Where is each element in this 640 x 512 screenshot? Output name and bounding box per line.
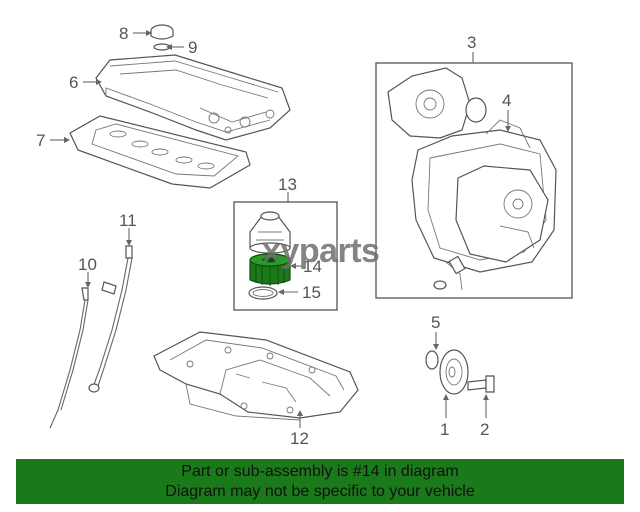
oil-filter-group-box bbox=[233, 201, 338, 311]
oil-dipstick bbox=[49, 287, 89, 429]
timing-cover bbox=[387, 67, 557, 291]
callout-10: 10 bbox=[78, 255, 97, 274]
callout-5: 5 bbox=[431, 313, 440, 332]
callout-14: 14 bbox=[303, 257, 322, 276]
dipstick-tube bbox=[88, 245, 133, 393]
oil-filter-housing bbox=[249, 211, 291, 254]
oil-pan bbox=[153, 331, 359, 421]
callout-13: 13 bbox=[278, 175, 297, 194]
callout-3: 3 bbox=[467, 33, 476, 52]
callout-2: 2 bbox=[480, 420, 489, 439]
callout-1: 1 bbox=[440, 420, 449, 439]
callout-7: 7 bbox=[36, 131, 45, 150]
callout-6: 6 bbox=[69, 73, 78, 92]
banner-line-2: Diagram may not be specific to your vehi… bbox=[165, 483, 475, 500]
drain-seal bbox=[425, 350, 439, 370]
valve-cover bbox=[95, 54, 291, 141]
callout-11: 11 bbox=[119, 211, 137, 230]
info-banner: Part or sub-assembly is #14 in diagram D… bbox=[16, 459, 624, 504]
pulley bbox=[439, 349, 469, 395]
oil-filter-element-highlighted bbox=[249, 253, 291, 286]
oil-filter-gasket bbox=[248, 286, 278, 300]
bolt bbox=[467, 375, 495, 393]
timing-cover-group-box bbox=[375, 62, 573, 299]
oil-filler-cap bbox=[150, 24, 174, 40]
callout-12: 12 bbox=[290, 429, 309, 448]
callout-8: 8 bbox=[119, 24, 128, 43]
brand-watermark: xyparts bbox=[262, 232, 380, 270]
callout-9: 9 bbox=[188, 38, 197, 57]
callout-4: 4 bbox=[502, 91, 511, 110]
banner-line-1: Part or sub-assembly is #14 in diagram bbox=[181, 463, 459, 480]
valve-cover-gasket bbox=[69, 115, 251, 189]
callout-15: 15 bbox=[302, 283, 321, 302]
